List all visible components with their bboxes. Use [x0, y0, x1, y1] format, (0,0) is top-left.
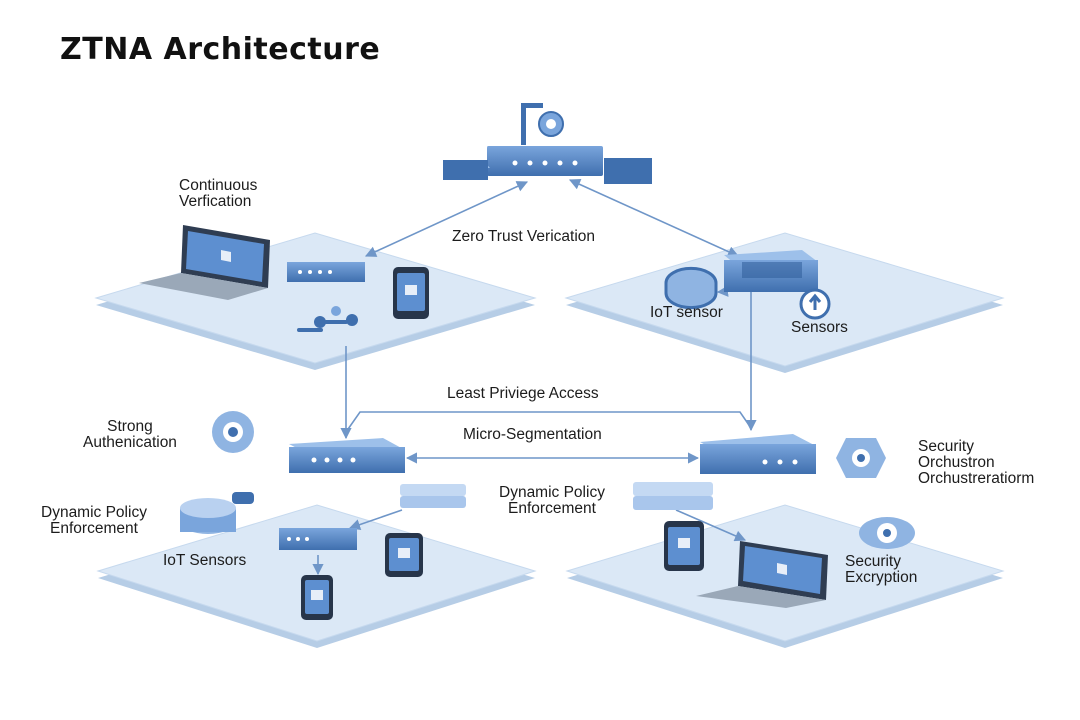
router-icon[interactable] — [487, 103, 603, 176]
iot-sensor-icon-top-right[interactable] — [664, 266, 718, 310]
arrow-router-to-right — [568, 179, 740, 257]
label-micro-segmentation: Micro-Segmentation — [463, 426, 602, 443]
lock-icon-bottom-right — [859, 517, 915, 549]
tablet-icon-bottom-left-1[interactable] — [385, 533, 423, 577]
label-dynamic-policy-center: Dynamic Policy Enforcement — [499, 484, 605, 517]
label-iot-sensor-top: IoT sensor — [650, 304, 723, 321]
label-sensors: Sensors — [791, 319, 848, 336]
server-icon-top-left[interactable] — [443, 160, 490, 180]
laptop-icon-top[interactable] — [139, 225, 270, 300]
tablet-icon-bottom-right[interactable] — [664, 521, 704, 571]
label-security-orchestration: Security Orchustron Orchustreratiorm — [918, 438, 1035, 487]
lock-icon-left — [180, 492, 254, 534]
sensor-icon-top-right[interactable] — [799, 288, 831, 320]
server-icon-top-right[interactable] — [604, 158, 652, 184]
tablet-icon-top-left[interactable] — [393, 267, 429, 319]
label-dynamic-policy-left: Dynamic Policy Enforcement — [41, 504, 147, 537]
arrow-router-to-left — [364, 181, 529, 257]
least-privilege-line — [345, 411, 752, 433]
network-switch-icon-bottom-left[interactable] — [279, 528, 357, 550]
laptop-icon-bottom-right[interactable] — [696, 541, 828, 608]
label-security-encryption: Security Excryption — [845, 553, 918, 586]
server-icon-middle-right[interactable] — [700, 434, 816, 474]
gear-icon — [836, 438, 886, 478]
label-zero-trust: Zero Trust Verication — [452, 228, 596, 245]
fingerprint-icon — [212, 411, 254, 453]
label-least-privilege: Least Priviege Access — [447, 385, 599, 402]
connectors — [312, 179, 757, 576]
policy-block-right[interactable] — [633, 482, 713, 510]
page-title: ZTNA Architecture — [60, 32, 381, 67]
iot-sensor-icon-top-left[interactable] — [297, 306, 358, 332]
server-icon-top-right-platform[interactable] — [724, 250, 818, 292]
tablet-icon-bottom-left-2[interactable] — [301, 575, 333, 620]
arrow-block-to-bottom-right — [675, 509, 747, 542]
arrow-block-to-bottom-left — [348, 509, 403, 530]
policy-block-left[interactable] — [400, 484, 466, 508]
label-strong-authentication: Strong Authenication — [83, 418, 177, 451]
platform-top-left — [94, 232, 537, 370]
network-switch-icon-middle-left[interactable] — [289, 438, 405, 473]
label-continuous-verification: Continuous Verfication — [179, 177, 258, 210]
network-switch-icon-top-left[interactable] — [287, 262, 365, 282]
label-iot-sensors-bottom: IoT Sensors — [163, 552, 247, 569]
